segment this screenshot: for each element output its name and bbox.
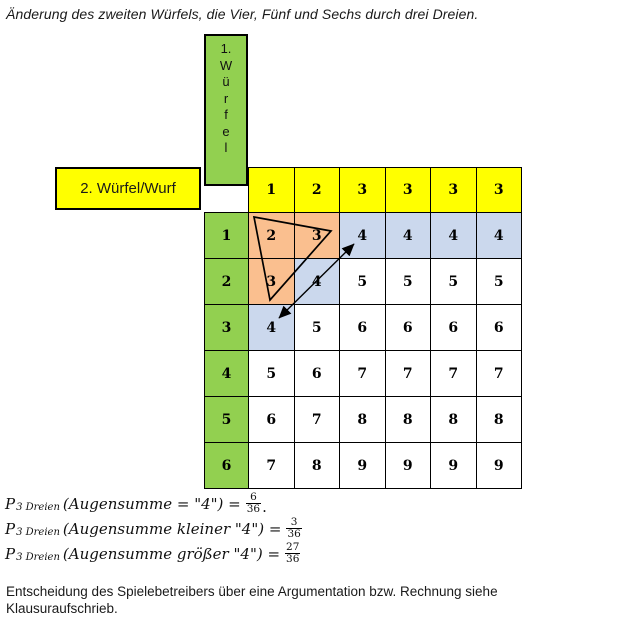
sum-cell: 8 (384, 396, 431, 443)
fraction: 6 36 (245, 491, 262, 515)
formula-lhs: (Augensumme größer "4") = (62, 544, 281, 563)
sum-cell: 9 (339, 442, 386, 489)
fraction: 3 36 (286, 516, 302, 540)
first-die-header: 1. W ü r f e l (204, 34, 248, 186)
sum-cell: 9 (475, 442, 522, 489)
sum-cell: 4 (384, 212, 431, 259)
sum-cell: 8 (339, 396, 386, 443)
sum-cell: 9 (384, 442, 431, 489)
sum-cell: 2 (248, 212, 295, 259)
formula-p: P (5, 494, 16, 513)
column-header-cell: 3 (475, 167, 522, 213)
footer-note: Entscheidung des Spielebetreibers über e… (6, 584, 498, 616)
formula-tail: . (262, 498, 267, 516)
row-header-cell: 5 (204, 396, 249, 443)
formula-p: P (5, 544, 16, 563)
sum-cell: 8 (475, 396, 522, 443)
row-header-cell: 6 (204, 442, 249, 489)
sum-cell: 4 (430, 212, 477, 259)
sum-cell: 3 (248, 258, 295, 305)
sum-cell: 5 (475, 258, 522, 305)
sum-cell: 8 (430, 396, 477, 443)
row-header-cell: 3 (204, 304, 249, 351)
column-header-cell: 3 (339, 167, 386, 213)
formula-lhs: (Augensumme kleiner "4") = (62, 519, 282, 538)
formula-p: P (5, 519, 16, 538)
fraction-denominator: 36 (285, 553, 301, 565)
sum-cell: 5 (293, 304, 340, 351)
sum-cell: 6 (475, 304, 522, 351)
fraction-denominator: 36 (286, 528, 302, 540)
row-header-cell: 1 (204, 212, 249, 259)
fraction-denominator: 36 (245, 503, 262, 515)
sum-cell: 7 (384, 350, 431, 397)
sum-cell: 6 (339, 304, 386, 351)
formula-subscript: 3 Dreien (16, 551, 60, 563)
fraction-numerator: 27 (286, 541, 300, 553)
sum-cell: 5 (339, 258, 386, 305)
column-header-cell: 3 (384, 167, 431, 213)
sum-cell: 7 (430, 350, 477, 397)
formula-subscript: 3 Dreien (16, 501, 60, 513)
sum-cell: 4 (293, 258, 340, 305)
sum-cell: 4 (475, 212, 522, 259)
sum-cell: 7 (248, 442, 295, 489)
sum-cell: 8 (293, 442, 340, 489)
column-header-cell: 2 (293, 167, 340, 213)
page-title: Änderung des zweiten Würfels, die Vier, … (6, 6, 479, 22)
sum-cell: 7 (293, 396, 340, 443)
sum-cell: 6 (430, 304, 477, 351)
sum-cell: 5 (248, 350, 295, 397)
fraction-numerator: 6 (250, 491, 257, 503)
column-header-cell: 1 (248, 167, 295, 213)
fraction: 27 36 (285, 541, 301, 565)
sum-cell: 3 (293, 212, 340, 259)
sum-cell: 5 (384, 258, 431, 305)
sum-cell: 4 (339, 212, 386, 259)
fraction-numerator: 3 (290, 516, 298, 528)
sum-cell: 6 (293, 350, 340, 397)
sum-cell: 6 (248, 396, 295, 443)
formula-subscript: 3 Dreien (16, 526, 60, 538)
sum-cell: 7 (475, 350, 522, 397)
formula-lhs: (Augensumme = "4") = (62, 494, 241, 513)
sum-cell: 4 (248, 304, 295, 351)
column-header-cell: 3 (430, 167, 477, 213)
row-header-cell: 2 (204, 258, 249, 305)
sum-cell: 6 (384, 304, 431, 351)
sum-cell: 9 (430, 442, 477, 489)
second-die-header: 2. Würfel/Wurf (55, 167, 201, 210)
sum-cell: 5 (430, 258, 477, 305)
second-die-header-label: 2. Würfel/Wurf (80, 180, 176, 197)
sum-cell: 7 (339, 350, 386, 397)
first-die-header-label: 1. W ü r f e l (219, 41, 233, 155)
row-header-cell: 4 (204, 350, 249, 397)
